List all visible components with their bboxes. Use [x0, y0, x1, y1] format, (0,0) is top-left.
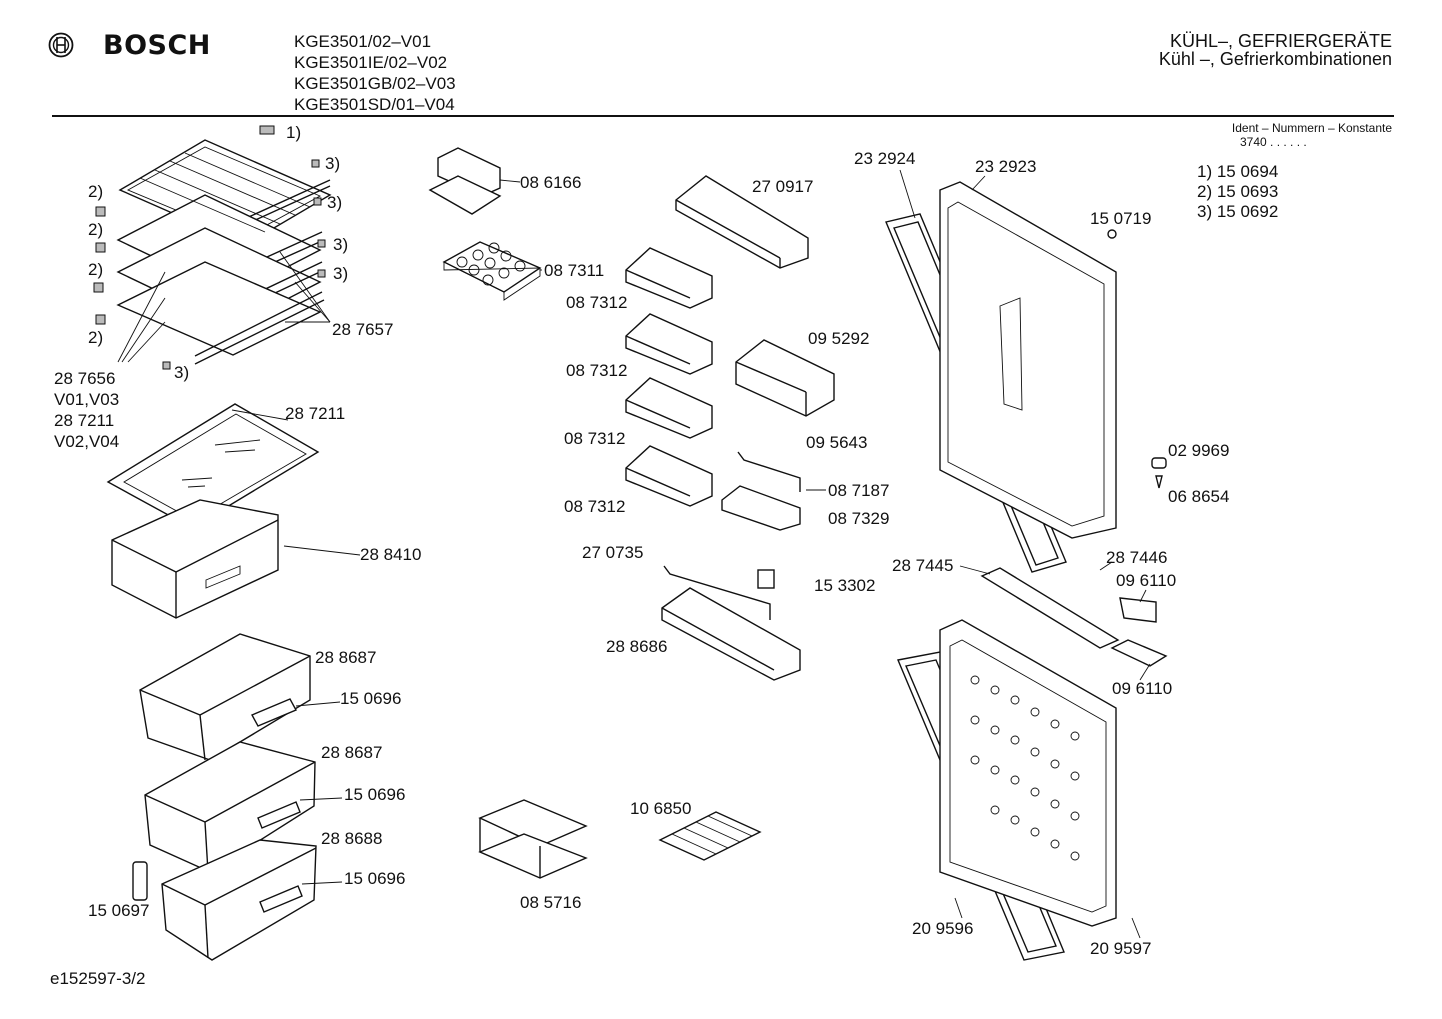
part-label: 28 8687: [315, 648, 377, 667]
crisper-box-icon: [111, 499, 361, 619]
clip-icon: [162, 125, 326, 370]
part-label: 15 0697: [88, 901, 150, 920]
model-item: KGE3501IE/02–V02: [294, 53, 448, 72]
part-label: 08 7312: [564, 497, 626, 516]
plug-icon: [1107, 229, 1167, 489]
door-bin-small-icon: [625, 377, 713, 439]
part-label: 3): [333, 235, 349, 254]
part-label: 15 0696: [344, 785, 406, 804]
fridge-door-icon: [939, 181, 1117, 539]
clip-icon: [757, 569, 775, 589]
ident-label: Ident – Nummern – Konstante: [1231, 121, 1392, 135]
page-subtitle: Kühl –, Gefrierkombinationen: [1158, 49, 1392, 69]
part-label: 20 9597: [1090, 939, 1152, 958]
part-label: 28 8686: [606, 637, 668, 656]
part-label: 2): [88, 182, 104, 201]
part-label: 3): [174, 363, 190, 382]
part-label: 28 7446: [1106, 548, 1168, 567]
part-label: 2): [88, 260, 104, 279]
ident-item: 1) 15 0694: [1197, 162, 1279, 181]
part-label: 28 7657: [332, 320, 394, 339]
part-label: 15 3302: [814, 576, 876, 595]
bar-retainer-icon: [737, 451, 826, 492]
ident-value: 3740 . . . . . .: [1240, 135, 1307, 149]
model-item: KGE3501/02–V01: [294, 32, 432, 51]
document-id: e152597-3/2: [50, 969, 146, 988]
part-label: 08 7311: [544, 261, 605, 280]
door-shelf-icon: [675, 175, 809, 269]
hinge-icon: [1110, 597, 1168, 667]
part-label: V01,V03: [54, 390, 120, 409]
part-label: 23 2923: [975, 157, 1037, 176]
ice-pack-icon: [478, 799, 588, 879]
part-label: 28 7211: [285, 404, 346, 423]
part-label: 15 0719: [1090, 209, 1152, 228]
part-label: 08 7312: [566, 361, 628, 380]
ident-item: 2) 15 0693: [1197, 182, 1279, 201]
egg-tray-icon: [442, 241, 542, 301]
part-label: 08 7312: [566, 293, 628, 312]
part-label: 08 5716: [520, 893, 582, 912]
shelf-icon: [116, 261, 325, 365]
part-label: 28 7211: [54, 411, 115, 430]
door-bin-small-icon: [625, 247, 713, 309]
bottle-holder-icon: [735, 339, 835, 417]
part-label: 20 9596: [912, 919, 974, 938]
part-label: 28 8687: [321, 743, 383, 762]
part-label: 3): [327, 193, 343, 212]
brand-name: BOSCH: [103, 30, 211, 61]
part-label: V02,V04: [54, 432, 120, 451]
butter-dish-icon: [428, 147, 521, 215]
glass-plate-icon: [106, 403, 320, 529]
page-title: KÜHL–, GEFRIERGERÄTE: [1169, 31, 1392, 51]
door-bin-small-icon: [625, 445, 713, 507]
drawer-icon: [139, 633, 341, 761]
handle-icon: [132, 861, 148, 901]
freezer-door-icon: [939, 619, 1117, 927]
part-label: 27 0917: [752, 177, 814, 196]
dimple-pattern-icon: [970, 675, 1080, 861]
part-label: 15 0696: [344, 869, 406, 888]
bosch-logo-icon: [48, 32, 74, 63]
part-label: 28 8410: [360, 545, 422, 564]
small-bin-icon: [721, 485, 801, 531]
drawer-icon: [161, 839, 343, 961]
part-label: 02 9969: [1168, 441, 1230, 460]
part-label: 23 2924: [854, 149, 916, 168]
shelf-support-icon: [93, 206, 106, 325]
part-label: 08 7312: [564, 429, 626, 448]
part-label: 2): [88, 328, 104, 347]
part-label: 08 6166: [520, 173, 582, 192]
part-label: 27 0735: [582, 543, 644, 562]
bar-retainer-icon: [663, 565, 771, 620]
part-label: 10 6850: [630, 799, 692, 818]
part-label: 09 6110: [1116, 571, 1177, 590]
part-label: 1): [286, 123, 302, 142]
door-bin-small-icon: [625, 313, 713, 375]
part-label: 3): [325, 154, 341, 173]
model-item: KGE3501GB/02–V03: [294, 74, 456, 93]
ice-cube-tray-icon: [658, 811, 762, 861]
part-label: 09 5292: [808, 329, 870, 348]
part-label: 06 8654: [1168, 487, 1230, 506]
part-label: 28 7445: [892, 556, 954, 575]
part-label: 08 7187: [828, 481, 890, 500]
door-shelf-icon: [661, 587, 801, 681]
model-item: KGE3501SD/01–V04: [294, 95, 455, 114]
part-label: 3): [333, 264, 349, 283]
ident-item: 3) 15 0692: [1197, 202, 1279, 221]
part-label: 08 7329: [828, 509, 890, 528]
cover-strip-icon: [980, 567, 1120, 649]
part-label: 28 7656: [54, 369, 116, 388]
part-label: 2): [88, 220, 104, 239]
part-label: 28 8688: [321, 829, 383, 848]
header-divider: [52, 115, 1394, 117]
part-label: 09 5643: [806, 433, 868, 452]
model-list: KGE3501/02–V01 KGE3501IE/02–V02 KGE3501G…: [294, 31, 456, 115]
part-label: 15 0696: [340, 689, 402, 708]
part-label: 09 6110: [1112, 679, 1173, 698]
